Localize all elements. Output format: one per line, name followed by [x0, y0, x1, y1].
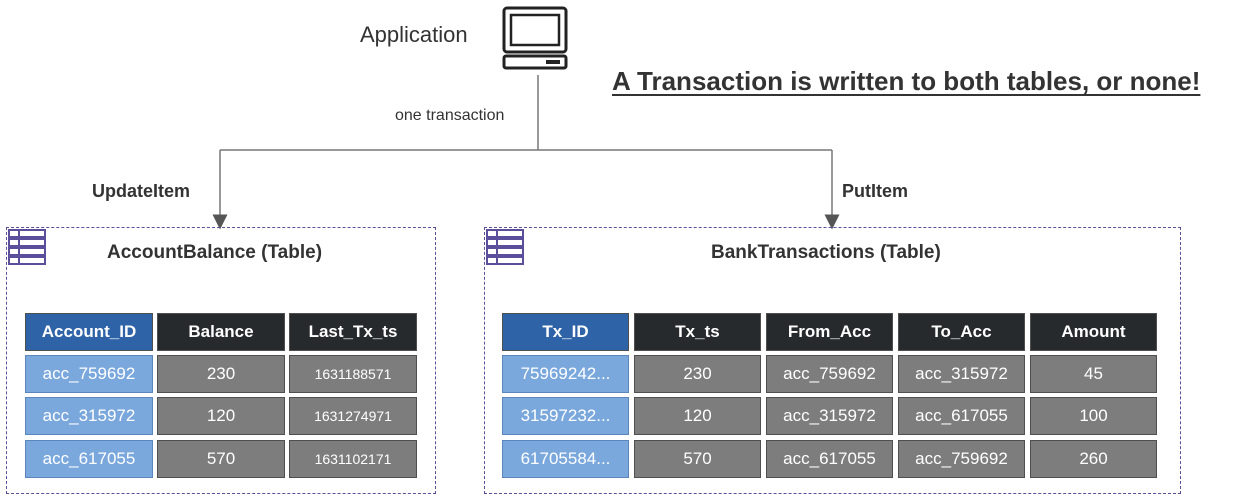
update-item-label: UpdateItem — [92, 181, 191, 201]
put-item-label: PutItem — [842, 181, 909, 201]
column-header-tx-id: Tx_ID — [502, 313, 629, 351]
column-header-account-id: Account_ID — [25, 313, 153, 351]
table-title: BankTransactions (Table) — [711, 242, 941, 263]
table-cell: acc_759692 — [25, 355, 153, 393]
table-cell: acc_617055 — [25, 440, 153, 478]
table-cell: 75969242... — [502, 355, 629, 393]
table-cell: 1631188571 — [289, 355, 417, 393]
bank-transactions-table: BankTransactions (Table) Tx_ID Tx_ts Fro… — [484, 227, 1181, 494]
computer-icon — [502, 6, 568, 70]
table-cell: acc_315972 — [25, 397, 153, 435]
connector-label: one transaction — [395, 107, 505, 124]
table-cell: 45 — [1030, 355, 1157, 393]
table-cell: acc_759692 — [766, 355, 893, 393]
table-cell: 230 — [157, 355, 285, 393]
table-cell: 1631102171 — [289, 440, 417, 478]
table-cell: 31597232... — [502, 397, 629, 435]
table-cell: 120 — [634, 397, 761, 435]
table-cell: acc_617055 — [898, 397, 1025, 435]
table-cell: acc_759692 — [898, 440, 1025, 478]
column-header-last-tx-ts: Last_Tx_ts — [289, 313, 417, 351]
database-table-icon — [486, 229, 524, 265]
column-header-balance: Balance — [157, 313, 285, 351]
table-title: AccountBalance (Table) — [107, 242, 323, 263]
table-cell: acc_315972 — [766, 397, 893, 435]
table-cell: 570 — [634, 440, 761, 478]
column-header-tx-ts: Tx_ts — [634, 313, 761, 351]
account-balance-table: AccountBalance (Table) Account_ID Balanc… — [6, 227, 436, 494]
table-cell: 230 — [634, 355, 761, 393]
table-cell: acc_315972 — [898, 355, 1025, 393]
table-cell: 61705584... — [502, 440, 629, 478]
table-cell: 120 — [157, 397, 285, 435]
table-cell: 100 — [1030, 397, 1157, 435]
column-header-from-acc: From_Acc — [766, 313, 893, 351]
column-header-amount: Amount — [1030, 313, 1157, 351]
table-cell: 1631274971 — [289, 397, 417, 435]
table-cell: 570 — [157, 440, 285, 478]
database-table-icon — [8, 229, 46, 265]
table-cell: 260 — [1030, 440, 1157, 478]
column-header-to-acc: To_Acc — [898, 313, 1025, 351]
table-cell: acc_617055 — [766, 440, 893, 478]
headline: A Transaction is written to both tables,… — [612, 66, 1201, 96]
application-label: Application — [360, 22, 468, 47]
